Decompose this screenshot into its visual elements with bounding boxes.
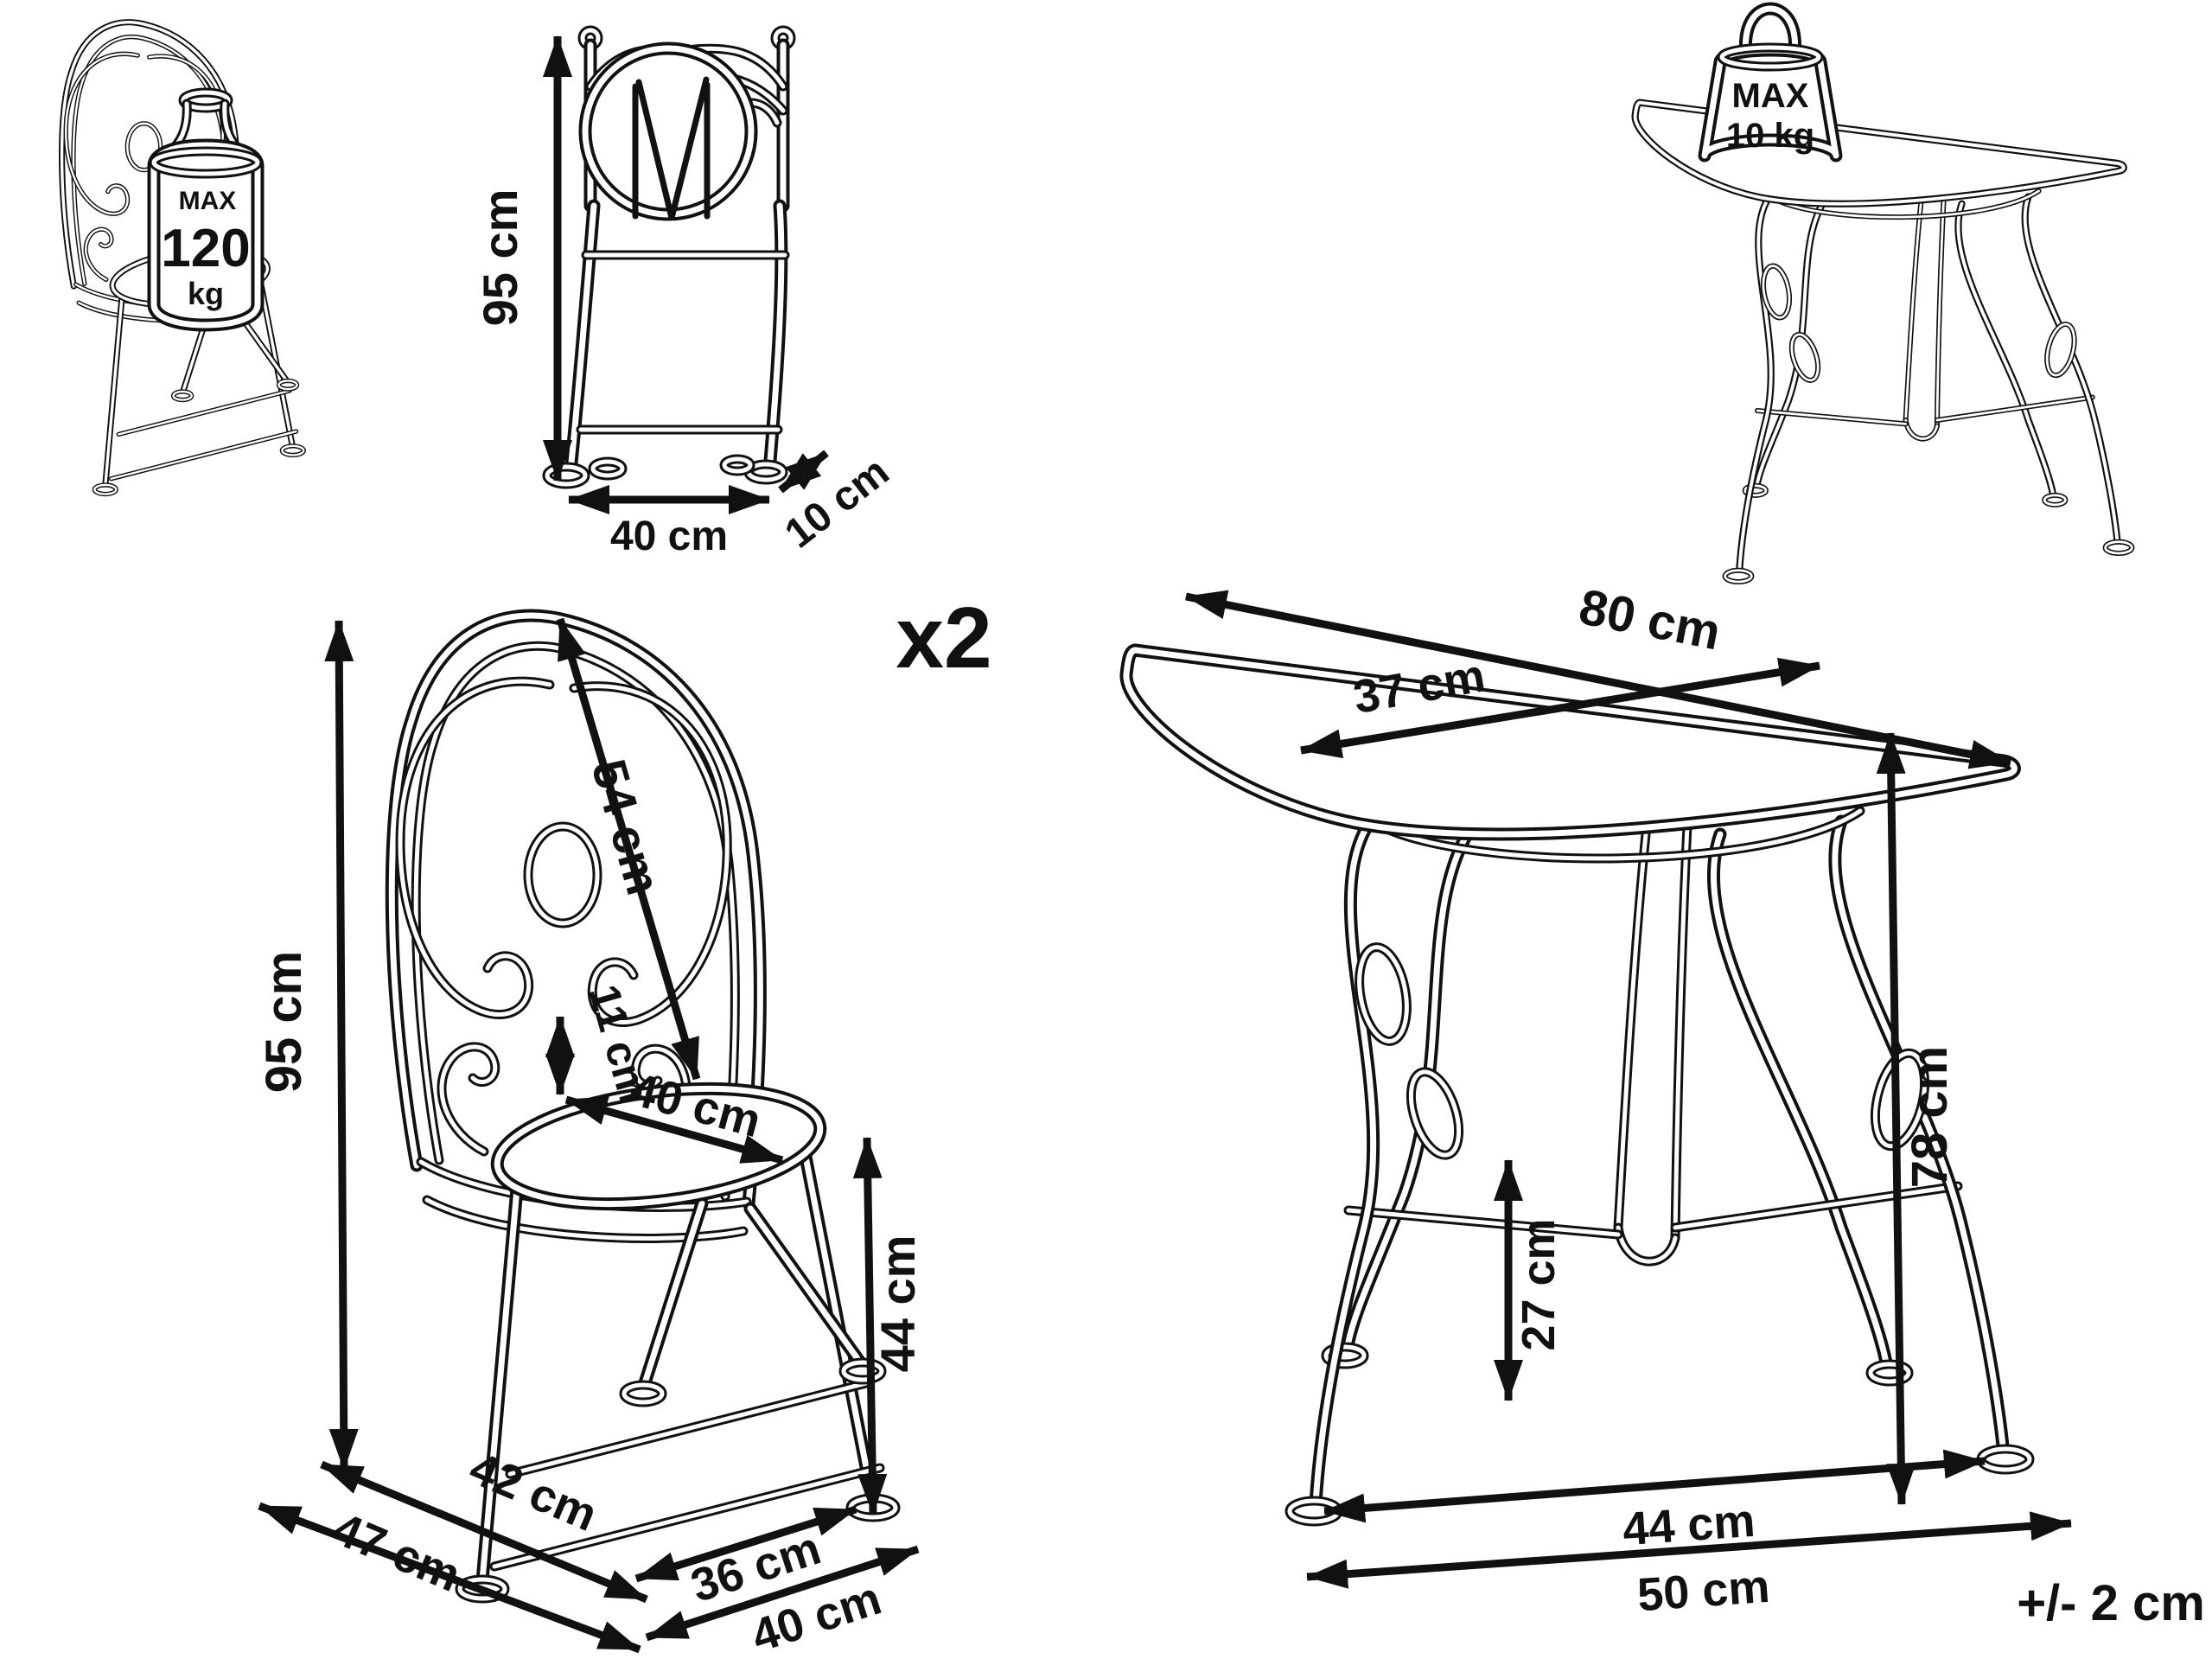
seat-height-label: 44 cm xyxy=(870,1235,925,1373)
seat-height-dimension: 44 cm xyxy=(852,1137,925,1515)
small-table xyxy=(1635,103,2132,582)
leg-clearance-label: 27 cm xyxy=(1513,1218,1565,1350)
folded-width-dimension: 40 cm xyxy=(568,485,770,559)
chair-height-dimension: 95 cm xyxy=(256,620,359,1471)
figure-table-dimensions: 80 cm 37 cm 78 cm 27 cm 44 cm 50 cm xyxy=(1126,578,2072,1622)
seat-diameter-arrow xyxy=(564,1095,784,1164)
figure-folded-chair: 95 cm 40 cm 10 cm xyxy=(473,25,898,559)
chair-height-label: 95 cm xyxy=(256,951,312,1093)
feet-span-outer-dimension: 50 cm xyxy=(1306,1511,2072,1622)
weight-cone: MAX 10 kg xyxy=(1698,2,1843,163)
table-load-value-label: 10 kg xyxy=(1726,117,1814,155)
feet-span-outer-label: 50 cm xyxy=(1635,1560,1771,1622)
feet-span-inner-arrow xyxy=(1323,1449,1986,1523)
weight-cylinder: MAX 120 kg xyxy=(147,87,265,332)
tolerance-note: +/- 2 cm xyxy=(2017,1575,2205,1631)
table-height-dimension: 78 cm xyxy=(1876,732,1958,1505)
folded-width-label: 40 cm xyxy=(610,514,728,559)
folded-height-label: 95 cm xyxy=(473,189,527,327)
folded-height-dimension: 95 cm xyxy=(473,35,572,482)
chair-load-max-label: MAX xyxy=(179,187,237,215)
leg-clearance-dimension: 27 cm xyxy=(1494,1159,1565,1401)
quantity-label: x2 xyxy=(896,590,991,686)
table-height-arrow xyxy=(1876,732,1916,1505)
backrest-length-arrow xyxy=(556,617,701,1081)
table-width-label: 80 cm xyxy=(1575,578,1725,660)
figure-chair-dimensions: x2 95 cm 54 cm 11 cm 40 cm 44 cm 42 cm 4… xyxy=(256,590,992,1659)
folded-depth-label: 10 cm xyxy=(777,449,898,558)
base-width-outer-arrow xyxy=(645,1545,920,1642)
seat-height-arrow xyxy=(852,1137,888,1515)
chair-height-arrow xyxy=(324,620,359,1471)
table-load-max-label: MAX xyxy=(1732,77,1809,115)
base-depth-outer-arrow xyxy=(258,1502,641,1654)
table-depth-arrow xyxy=(1300,657,1820,759)
figure-chair-max-load: MAX 120 kg xyxy=(62,22,304,495)
figure-table-max-load: MAX 10 kg xyxy=(1635,2,2132,582)
folding-brace-v xyxy=(635,76,710,219)
feet-span-inner-dimension: 44 cm xyxy=(1323,1449,1986,1555)
table-height-label: 78 cm xyxy=(1902,1046,1958,1188)
chair-load-unit-label: kg xyxy=(188,276,224,311)
folded-depth-arrow xyxy=(778,450,829,494)
chair-load-value-label: 120 xyxy=(161,219,250,278)
feet-span-outer-arrow xyxy=(1306,1511,2072,1589)
folded-depth-dimension: 10 cm xyxy=(777,449,898,558)
